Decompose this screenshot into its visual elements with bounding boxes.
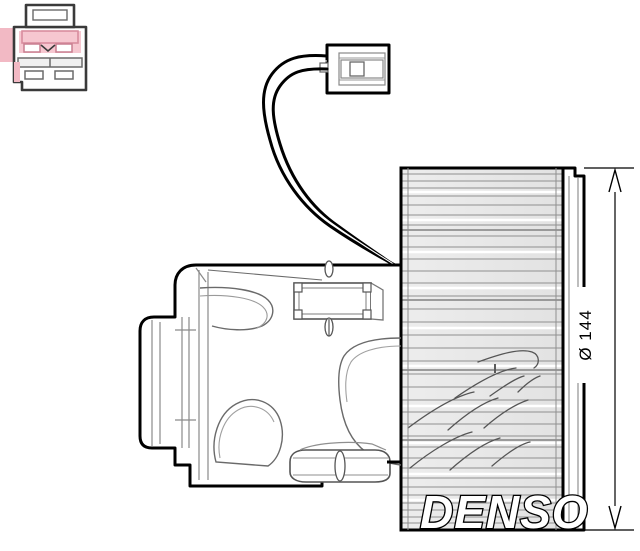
motor-housing-graphic <box>138 260 403 488</box>
wire-harness-graphic <box>262 54 403 272</box>
access-port-graphic <box>213 399 284 467</box>
dimension-label-diameter: Ø 144 <box>576 287 596 383</box>
lower-mount-boss-graphic <box>289 441 391 483</box>
denso-logo-graphic: DENSO <box>419 485 589 540</box>
wire-harness-highlight <box>268 59 401 269</box>
fan-wheel-graphic <box>399 166 586 532</box>
dimension-line-diameter <box>584 167 634 531</box>
denso-logo-text: DENSO <box>420 486 589 538</box>
connector-inset-graphic <box>0 3 88 92</box>
harness-connector-graphic <box>319 43 391 95</box>
fan-blade-curves <box>407 350 541 471</box>
mounting-bracket-graphic <box>207 260 384 337</box>
